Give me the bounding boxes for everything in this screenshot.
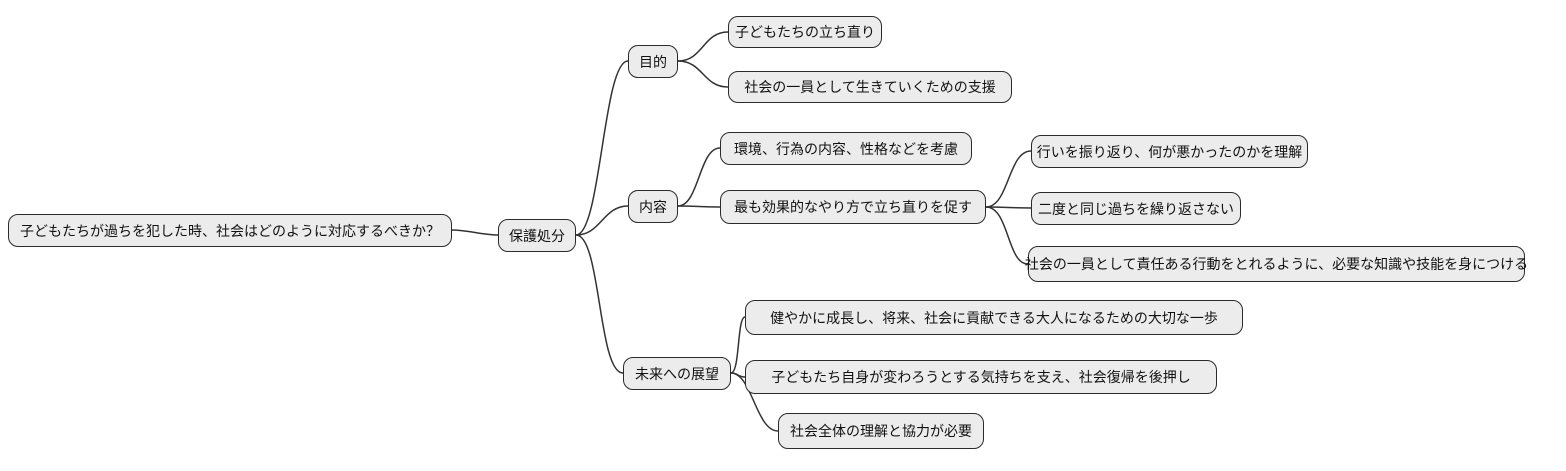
node-protective-measures: 保護処分 [498,219,576,252]
edge-effective-to-reflect [985,150,1032,208]
edge-protective-to-purpose [575,60,629,236]
edge-purpose-to-support [677,60,729,88]
edge-future-to-growth [730,316,746,374]
edge-effective-to-responsible [985,206,1029,265]
node-support-as-member: 社会の一員として生きていくための支援 [728,71,1012,103]
node-growth-important-step: 健やかに成長し、将来、社会に貢献できる大人になるための大切な一歩 [745,300,1243,335]
node-reflect-and-understand: 行いを振り返り、何が悪かったのかを理解 [1031,135,1308,168]
node-responsible-behavior-skills: 社会の一員として責任ある行動をとれるように、必要な知識や技能を身につける [1025,246,1528,282]
edge-purpose-to-rehabilitation [677,31,729,62]
node-consider-factors: 環境、行為の内容、性格などを考慮 [720,132,972,165]
edge-protective-to-future [575,234,624,374]
edge-future-to-society [730,372,779,432]
node-society-understanding-cooperation: 社会全体の理解と協力が必要 [778,413,984,449]
node-future-outlook: 未来への展望 [623,357,731,390]
node-root-question: 子どもたちが過ちを犯した時、社会はどのように対応するべきか？ [8,214,452,247]
node-support-willingness-to-change: 子どもたち自身が変わろうとする気持ちを支え、社会復帰を後押し [745,360,1217,394]
edge-effective-to-never-repeat [985,206,1032,209]
edge-content-to-effective [677,205,721,208]
node-never-repeat-mistakes: 二度と同じ過ちを繰り返さない [1031,192,1241,225]
edge-protective-to-content [575,205,629,236]
node-content: 内容 [628,190,678,223]
node-purpose: 目的 [628,45,678,78]
node-effective-methods: 最も効果的なやり方で立ち直りを促す [720,190,986,224]
edge-root-to-protective-measures [451,229,499,236]
edge-content-to-consider [677,147,721,207]
node-children-rehabilitation: 子どもたちの立ち直り [728,16,882,48]
